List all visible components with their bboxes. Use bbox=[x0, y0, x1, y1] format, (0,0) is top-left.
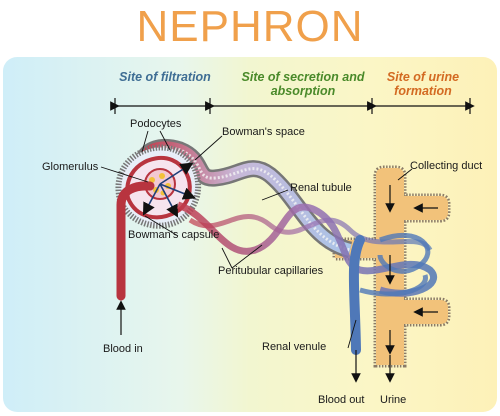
label-blood-in: Blood in bbox=[103, 343, 143, 355]
renal-venule-shape bbox=[348, 235, 365, 355]
label-glomerulus: Glomerulus bbox=[42, 161, 99, 173]
leader-lines bbox=[100, 130, 413, 349]
section-filtration-label: Site of filtration bbox=[119, 70, 211, 84]
io-arrows bbox=[116, 300, 395, 383]
label-bowmans-space: Bowman's space bbox=[222, 126, 305, 138]
page-title: NEPHRON bbox=[136, 2, 364, 51]
section-brackets bbox=[110, 98, 475, 114]
section-secretion-label: Site of secretion and absorption bbox=[241, 70, 365, 98]
label-peritubular-capillaries: Peritubular capillaries bbox=[218, 265, 324, 277]
section-urine-label: Site of urine formation bbox=[386, 70, 460, 98]
label-renal-tubule: Renal tubule bbox=[290, 182, 352, 194]
label-blood-out: Blood out bbox=[318, 394, 365, 406]
afferent-arteriole-shape bbox=[116, 181, 155, 301]
label-collecting-duct: Collecting duct bbox=[410, 160, 483, 172]
peritubular-capillaries-shape bbox=[176, 201, 437, 297]
label-renal-venule: Renal venule bbox=[262, 341, 327, 353]
label-podocytes: Podocytes bbox=[130, 118, 182, 130]
label-bowmans-capsule: Bowman's capsule bbox=[128, 229, 220, 241]
label-urine: Urine bbox=[380, 394, 407, 406]
glomerulus-cluster bbox=[142, 162, 196, 218]
duct-flow-arrows bbox=[385, 185, 438, 355]
